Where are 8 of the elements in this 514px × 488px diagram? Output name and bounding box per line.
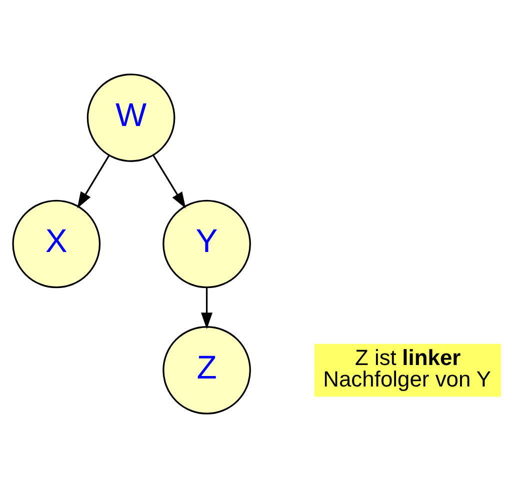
node-circle: Y bbox=[162, 200, 251, 288]
node-circle: X bbox=[12, 200, 101, 288]
arrow bbox=[77, 154, 110, 208]
node-circle: W bbox=[86, 74, 176, 162]
label: Z ist linker Nachfolger von Y bbox=[323, 344, 492, 392]
arrow bbox=[152, 154, 186, 209]
node-circle: Z bbox=[162, 326, 251, 414]
arrow bbox=[201, 287, 213, 330]
